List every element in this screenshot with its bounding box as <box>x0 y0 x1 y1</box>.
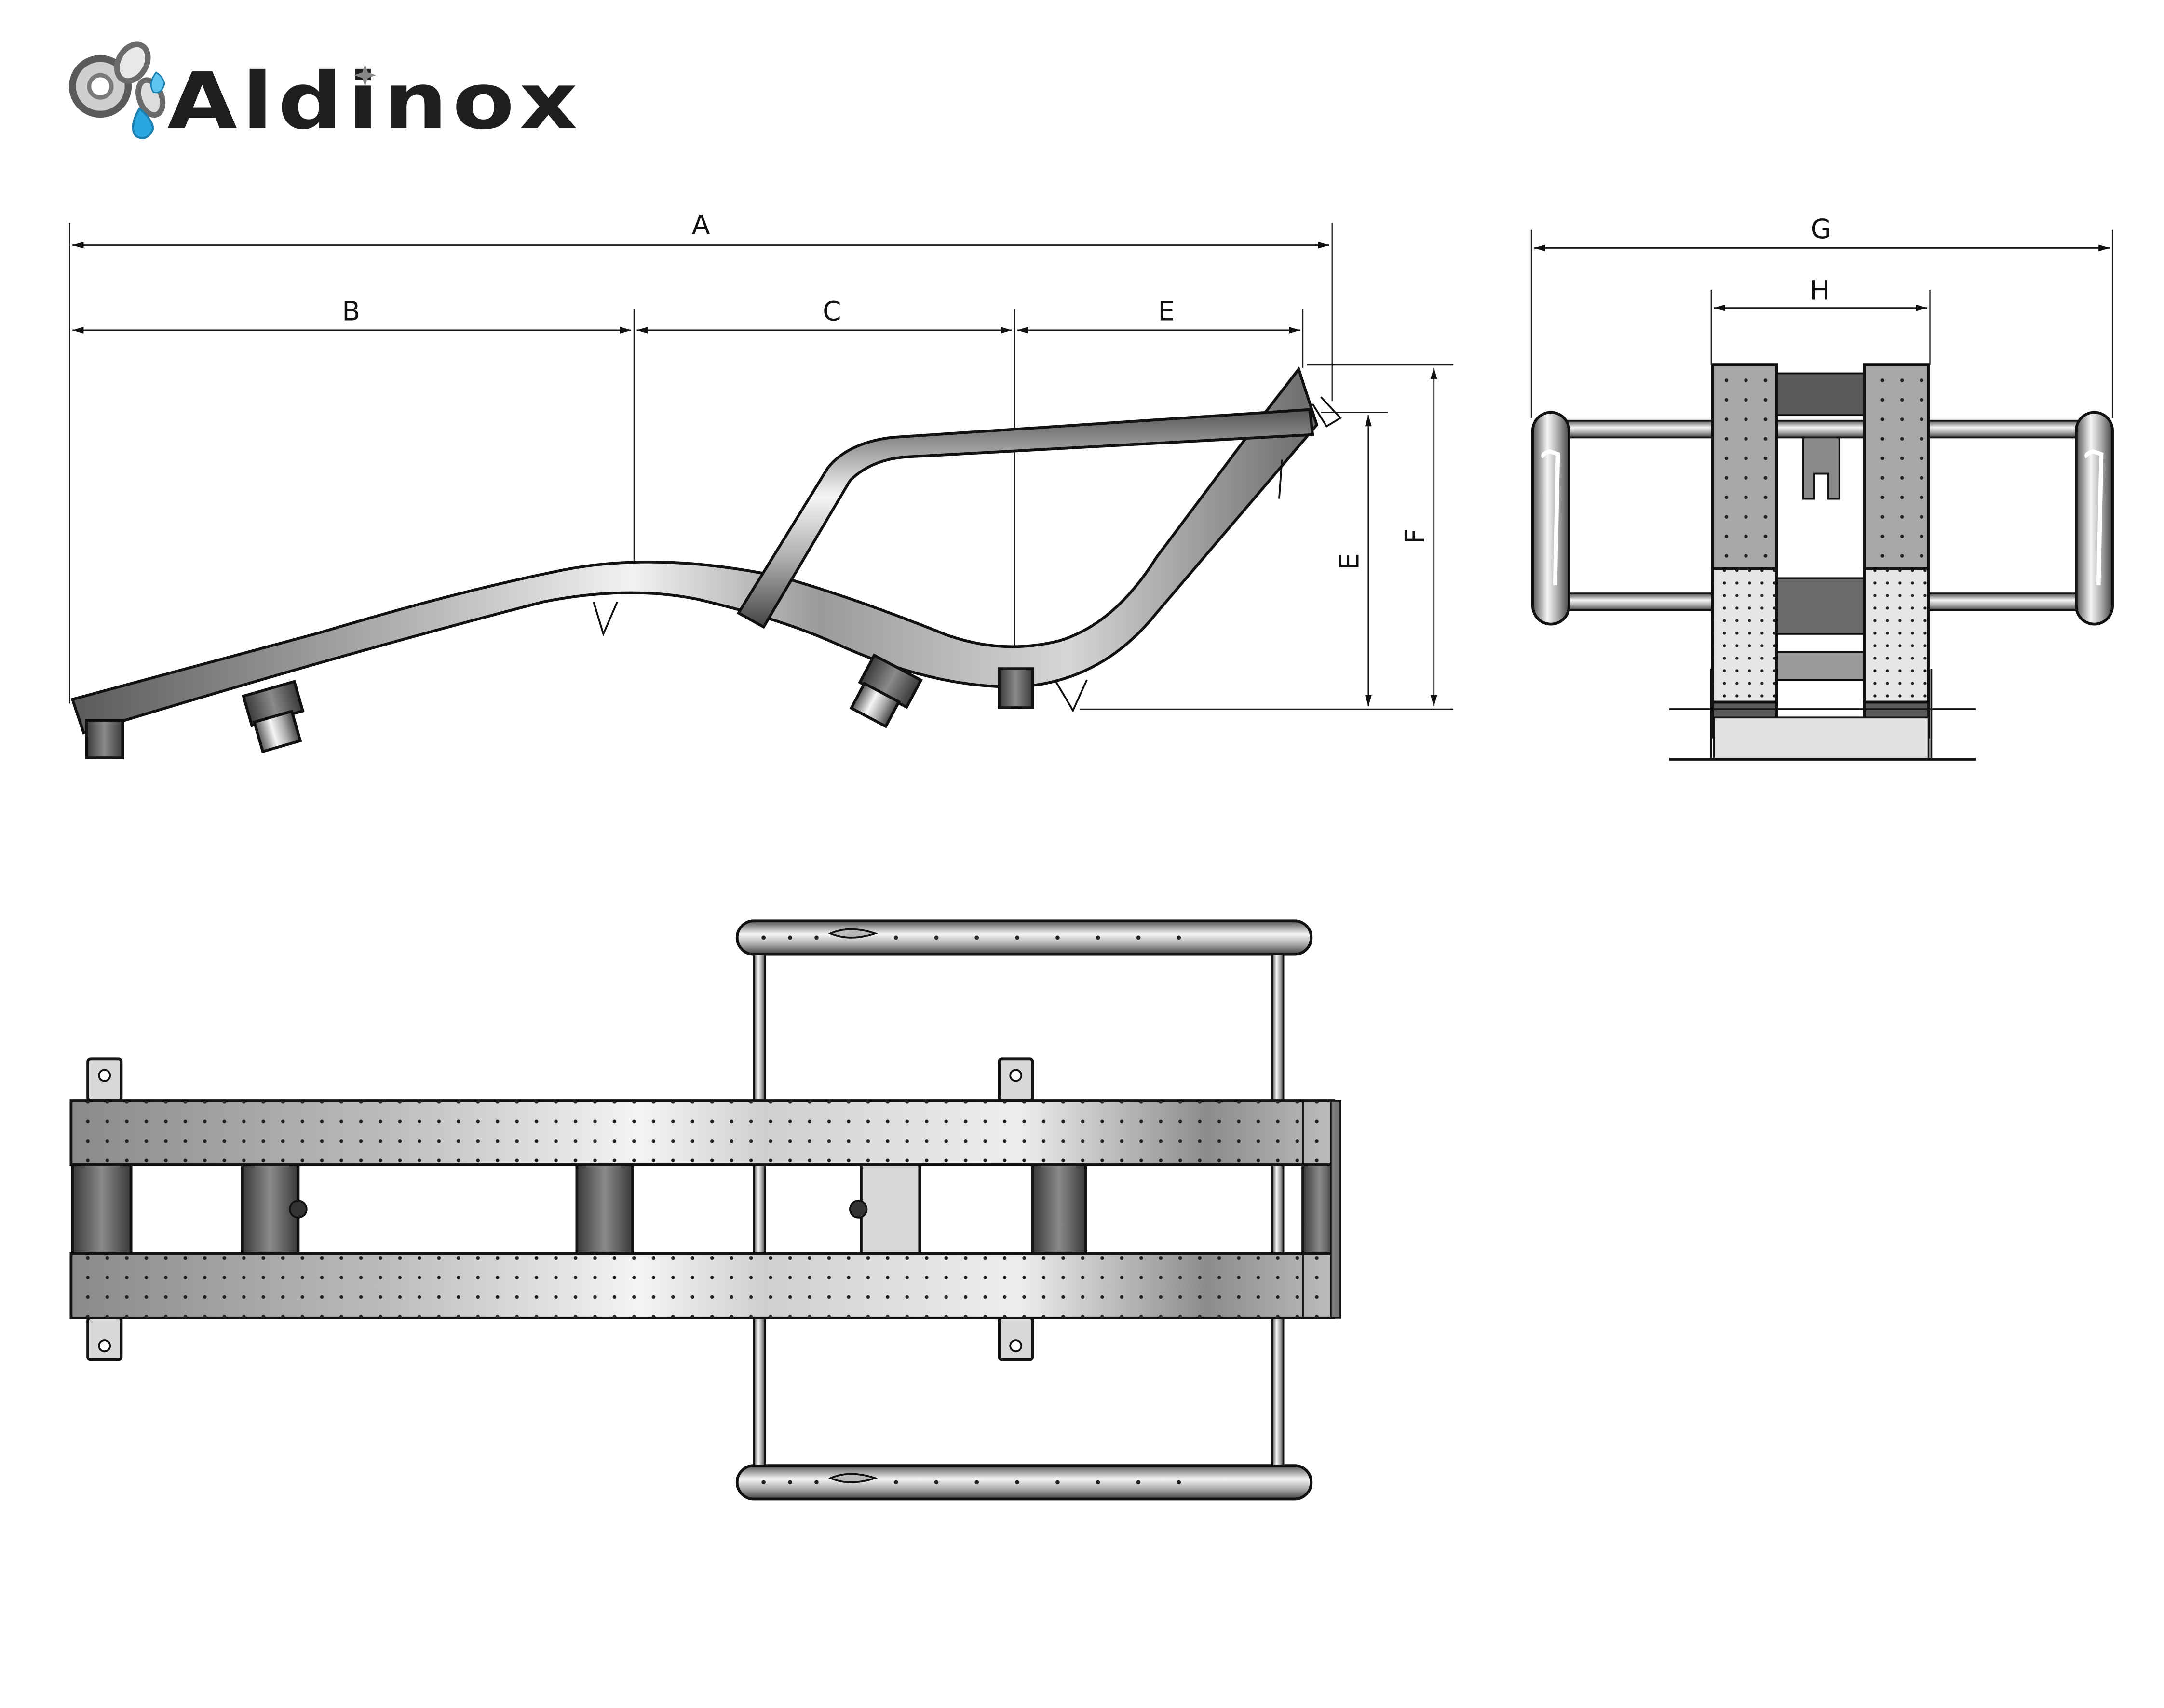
end-view: G H <box>1530 214 2114 761</box>
armrest-left <box>1531 411 1570 626</box>
logo-emblem <box>69 41 166 139</box>
post-left <box>753 953 766 1467</box>
armrest-right <box>2075 411 2114 626</box>
plan-view <box>69 919 1341 1501</box>
hinge-brackets <box>593 396 1342 713</box>
dimension-label-f: F <box>1399 529 1430 544</box>
side-rail <box>70 366 1319 735</box>
wheel-rear <box>242 680 305 753</box>
side-view: A B C E E F <box>69 210 1454 759</box>
end-plate-left <box>1711 363 1778 739</box>
dimension-b: B <box>72 296 635 571</box>
dimension-label-h: H <box>1810 275 1830 306</box>
crossbar <box>71 1163 133 1255</box>
mounting-tab <box>998 1316 1034 1361</box>
foot-rear <box>85 719 124 759</box>
rail-end-cap <box>1329 1100 1341 1319</box>
dimension-g: G <box>1530 214 2113 418</box>
mounting-tab <box>998 1057 1034 1102</box>
dimension-e-vertical: E <box>1080 412 1454 710</box>
dimension-e-horizontal: E <box>1017 296 1304 368</box>
wheel-hub <box>849 1200 868 1219</box>
armrest-tube-top <box>735 919 1313 956</box>
dimension-label-e-side: E <box>1334 553 1365 570</box>
dimension-a: A <box>69 210 1333 704</box>
foot-front <box>998 667 1034 709</box>
end-base <box>1669 669 1976 761</box>
dimension-label-e-top: E <box>1158 296 1175 327</box>
center-crossbar-top <box>1774 372 1868 417</box>
wheel-front <box>849 653 923 728</box>
sparkle-icon <box>354 64 377 87</box>
crossbar <box>575 1163 634 1255</box>
rail-bottom <box>69 1252 1335 1319</box>
dimension-c: C <box>636 296 1015 655</box>
dimension-f: F <box>1307 364 1454 707</box>
center-crossbar-mid <box>1774 577 1868 635</box>
dimension-label-b: B <box>342 296 360 327</box>
brand-name: Aldinox <box>167 56 582 147</box>
dimension-label-g: G <box>1811 214 1832 244</box>
armrest-tube-bottom <box>735 1464 1313 1501</box>
mounting-tab <box>86 1316 123 1361</box>
end-plate-right <box>1863 363 1930 739</box>
mounting-tab <box>86 1057 123 1102</box>
crossbar <box>1031 1163 1087 1255</box>
wheel-hub <box>289 1200 308 1219</box>
crossbar <box>860 1163 921 1255</box>
rail-top <box>69 1099 1335 1166</box>
backrest-tube <box>736 408 1314 629</box>
dimension-h: H <box>1710 275 1931 365</box>
dimension-label-a: A <box>692 210 710 241</box>
crossbar <box>241 1163 300 1255</box>
cross-tube-upper <box>1545 419 2100 439</box>
post-right <box>1271 953 1285 1467</box>
dimension-label-c: C <box>823 296 841 327</box>
logo: Aldinox <box>69 41 582 147</box>
center-bracket <box>1802 436 1840 500</box>
center-crossbar-low <box>1774 651 1868 681</box>
